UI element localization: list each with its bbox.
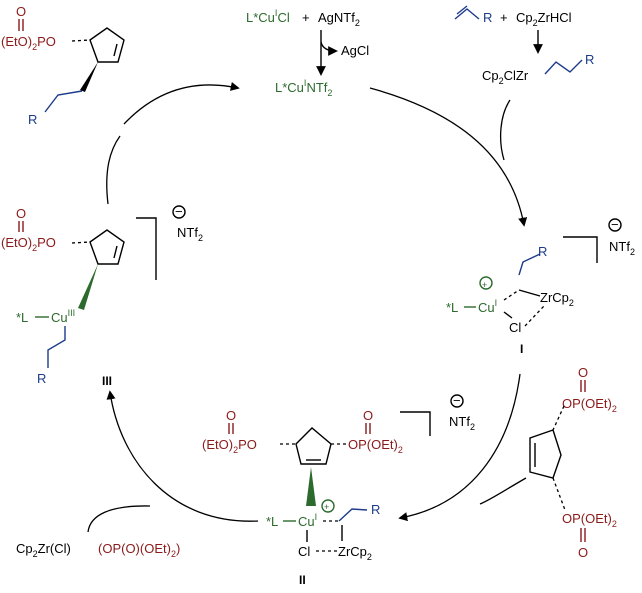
alkene-double-bond [456,5,468,15]
product-cyclopentene [89,27,125,63]
alkylzirconium-r: R [585,52,594,67]
iii-counterion: NTf2 [177,225,203,243]
ii-counterion: NTf2 [449,414,475,432]
intermediate-i: R *L CuI + ZrCp2 Cl − NTf2 I [446,217,635,356]
product-oxo: O [16,4,26,19]
ii-zirconium: ZrCp2 [338,544,372,562]
active-cu-catalyst: L*CuINTf2 [275,78,332,98]
alkylzirconium: Cp2ClZr [482,68,529,86]
ii-ligand: *L [266,514,278,529]
plus-sign: + [302,10,310,25]
ii-alkyl-chain [338,508,368,522]
ii-bracket [400,411,431,436]
i-r: R [538,244,547,259]
substrate-cyclopentene [529,429,562,479]
intermediate-iii: O (EtO)2PO *L CuIII R − NTf2 III [1,204,203,388]
cycle-arrows [87,82,528,533]
product-chain [44,90,83,113]
schwartz-reagent: Cp2ZrHCl [516,10,572,28]
ii-label: II [299,573,306,587]
substrate-bottom-oxo: O [578,545,588,560]
byproduct-release-arc [87,505,151,533]
iii-cyclopentene [89,229,125,265]
iii-charge: − [175,204,183,219]
plus-sign-2: + [500,10,508,25]
i-label: I [520,342,523,356]
alkene-r-group: R [483,10,492,25]
iii-cu-wedge [78,264,98,310]
arrow-to-active-catalyst [123,82,240,125]
product-wedge [80,62,98,92]
agcl-byproduct: AgCl [341,43,369,58]
i-bracket [563,236,598,263]
meso-substrate: O OP(OEt)2 OP(OEt)2 O [529,365,617,560]
ii-right-oxo: O [363,408,373,423]
product-phosphate: (EtO)2PO [1,34,56,52]
i-copper: CuI [478,298,497,315]
iii-ligand: *L [16,310,28,325]
ii-plus-charge [321,499,335,513]
iii-phosphate: (EtO)2PO [1,235,56,253]
cu-precatalyst: L*CuICl [246,8,290,25]
i-counterion: NTf2 [609,239,635,257]
i-alkyl-chain [518,253,541,276]
ii-cyclopentene [295,427,332,465]
substrate-feed-arc [479,477,527,505]
i-chloride: Cl [509,320,521,335]
arrow-ii-to-iii [106,390,259,522]
product: O (EtO)2PO R [1,4,125,127]
arrow-catalyst-to-i [369,87,528,227]
svg-text:+: + [324,502,329,512]
ii-left-phosphate: (EtO)2PO [202,437,257,455]
zr-byproduct-phosphate: (OP(O)(OEt)2) [98,541,180,559]
alkene-bond [454,8,480,20]
i-zirconium: ZrCp2 [540,290,574,308]
substrate-top-phosphate: OP(OEt)2 [562,396,617,414]
arrow-iii-to-product [106,135,121,205]
ii-right-phosphate: OP(OEt)2 [348,437,403,455]
arrow-i-to-ii [398,373,521,522]
ii-chloride: Cl [298,544,310,559]
substrate-top-oxo: O [578,365,588,380]
iii-label: III [102,374,112,388]
ii-charge: − [453,393,461,408]
product-r: R [28,112,37,127]
catalyst-activation: L*CuICl + AgNTf2 AgCl L*CuINTf2 [246,8,369,98]
hydrozirconation: R + Cp2ZrHCl Cp2ClZr R [454,5,594,86]
agcl-release-arrow [320,41,338,56]
zr-byproduct-prefix: Cp2Zr(Cl) [16,541,71,559]
zirconium-byproduct: Cp2Zr(Cl) (OP(O)(OEt)2) [16,541,180,559]
iii-oxo: O [16,206,26,221]
zr-feed-arc [499,99,511,161]
i-charge: − [611,217,619,232]
silver-salt: AgNTf2 [318,10,360,28]
ii-left-oxo: O [226,408,236,423]
i-plus-charge [479,276,493,290]
ii-copper: CuI [298,512,317,529]
iii-alkyl-chain [47,326,66,368]
ii-pi-wedge [306,467,316,506]
iii-copper: CuIII [51,308,75,325]
i-ligand: *L [446,300,458,315]
ii-r: R [371,502,380,517]
substrate-bottom-phosphate: OP(OEt)2 [562,511,617,529]
iii-r: R [37,371,46,386]
svg-text:+: + [482,280,487,290]
intermediate-ii: O (EtO)2PO O OP(OEt)2 *L CuI + R Cl ZrCp… [202,393,475,587]
alkyl-chain [544,59,583,75]
iii-bracket [136,217,157,280]
